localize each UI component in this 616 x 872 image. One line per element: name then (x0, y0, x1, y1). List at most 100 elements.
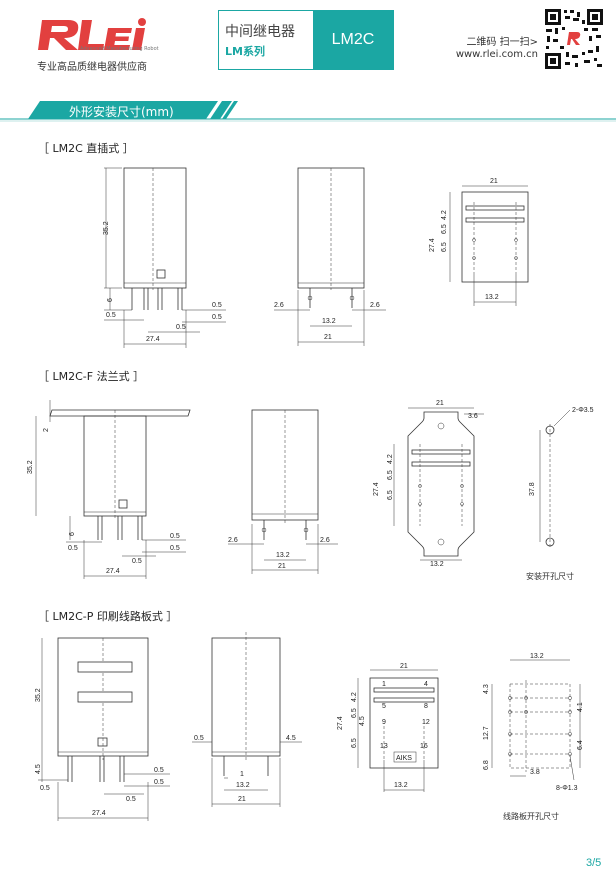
logo-icon (38, 18, 146, 50)
dim-0-5-a: 0.5 (106, 312, 116, 319)
website[interactable]: www.rlei.com.cn (455, 49, 538, 60)
section-title-lm2c: ［ LM2C 直插式 ］ (38, 142, 134, 155)
dim-21: 21 (400, 663, 408, 670)
dim-4-3: 4.3 (483, 684, 490, 694)
lm2c-p-side-view: 0.5 4.5 1 13.2 21 (192, 632, 302, 807)
dim-6-5-a: 6.5 (387, 470, 394, 480)
dim-21: 21 (238, 796, 246, 803)
lm2c-p-bottom-view: 21 1 4 5 8 9 12 13 16 AIKS 27.4 4.2 6.5 … (337, 663, 439, 792)
dim-8-phi-1-3: 8-Φ1.3 (556, 785, 578, 792)
dim-4-5: 4.5 (359, 716, 366, 726)
dim-6-5-a: 6.5 (441, 224, 448, 234)
dim-4-1: 4.1 (577, 702, 584, 712)
dim-2-phi-3-5: 2-Φ3.5 (572, 407, 594, 414)
dim-2-6-right: 2.6 (320, 537, 330, 544)
dim-6-5-b: 6.5 (351, 738, 358, 748)
pin-9: 9 (382, 719, 386, 726)
dim-6-8: 6.8 (483, 760, 490, 770)
lm2c-p-pcb-holes: 13.2 4.3 12.7 6.8 4.1 6.4 3.8 8-Φ1.3 (483, 653, 584, 792)
dim-27-4: 27.4 (373, 482, 380, 496)
dim-2-6-left: 2.6 (274, 302, 284, 309)
tagline: 专业高品质继电器供应商 (37, 62, 147, 73)
lm2c-f-mount-holes: 2-Φ3.5 37.8 (529, 407, 594, 548)
section-band-title: 外形安装尺寸(mm) (69, 105, 174, 119)
lm2c-f-front-view: 2 35.2 6 0.5 0.5 0.5 0.5 27.4 (27, 400, 191, 579)
section-band (0, 101, 616, 122)
dim-13-2: 13.2 (530, 653, 544, 660)
dim-4-2: 4.2 (351, 692, 358, 702)
lm2c-front-view: 35.2 6 0.5 0.5 0.5 0.5 27.4 (103, 167, 226, 348)
dim-0-5-d: 0.5 (170, 545, 180, 552)
dim-0-5-c: 0.5 (212, 302, 222, 309)
dim-6: 6 (69, 532, 76, 536)
dim-3-6: 3.6 (468, 413, 478, 420)
pin-4: 4 (424, 681, 428, 688)
dim-2-6-left: 2.6 (228, 537, 238, 544)
dim-12-7: 12.7 (483, 726, 490, 740)
header: Advanced Manufacturing Robot 专业高品质继电器供应商… (0, 0, 616, 80)
dim-0-5: 0.5 (194, 735, 204, 742)
dim-27-4: 27.4 (337, 716, 344, 730)
dim-6-5-b: 6.5 (387, 490, 394, 500)
aiks-label: AIKS (396, 755, 412, 762)
lm2c-f-bottom-view: 21 3.6 27.4 4.2 6.5 6.5 13.2 (373, 400, 484, 568)
dim-6-5-b: 6.5 (441, 242, 448, 252)
pin-8: 8 (424, 703, 428, 710)
dim-0-5-b: 0.5 (154, 767, 164, 774)
dim-21: 21 (324, 334, 332, 341)
dim-0-5-a: 0.5 (68, 545, 78, 552)
product-box: 中间继电器 LM系列 LM2C (218, 10, 394, 70)
dim-13-2: 13.2 (236, 782, 250, 789)
logo-subtext: Advanced Manufacturing Robot (80, 46, 159, 52)
dim-3-8: 3.8 (530, 769, 540, 776)
dim-13-2: 13.2 (276, 552, 290, 559)
dim-21: 21 (436, 400, 444, 407)
pin-16: 16 (420, 743, 428, 750)
lm2c-bottom-view: 21 27.4 4.2 6.5 6.5 13.2 (429, 178, 529, 306)
dim-0-5-d: 0.5 (126, 796, 136, 803)
dim-0-5-b: 0.5 (176, 324, 186, 331)
pin-5: 5 (382, 703, 386, 710)
dim-13-2: 13.2 (322, 318, 336, 325)
dim-27-4: 27.4 (429, 238, 436, 252)
dim-4-2: 4.2 (441, 210, 448, 220)
dim-27-4: 27.4 (92, 810, 106, 817)
dim-35-2: 35.2 (27, 460, 34, 474)
product-name: 中间继电器 (225, 24, 295, 40)
dim-0-5-c: 0.5 (154, 779, 164, 786)
dim-37-8: 37.8 (529, 482, 536, 496)
dim-2: 2 (43, 428, 50, 432)
dim-4-2: 4.2 (387, 454, 394, 464)
section-title-lm2c-p: ［ LM2C-P 印刷线路板式 ］ (38, 610, 178, 623)
series-label: LM系列 (225, 45, 265, 58)
model-label: LM2C (331, 31, 375, 48)
dim-0-5-c: 0.5 (170, 533, 180, 540)
model-badge: LM2C (313, 11, 393, 69)
dim-13-2: 13.2 (430, 561, 444, 568)
lm2c-f-side-view: 2.6 2.6 13.2 21 (228, 409, 338, 574)
lm2c-side-view: 2.6 2.6 13.2 21 (274, 167, 386, 346)
dim-13-2: 13.2 (394, 782, 408, 789)
dim-0-5-a: 0.5 (40, 785, 50, 792)
dim-0-5-b: 0.5 (132, 558, 142, 565)
dim-27-4: 27.4 (106, 568, 120, 575)
dim-6-4: 6.4 (577, 740, 584, 750)
lm2c-p-front-view: 35.2 4.5 0.5 0.5 0.5 0.5 27.4 (35, 637, 170, 821)
dim-27-4: 27.4 (146, 336, 160, 343)
dim-35-2: 35.2 (103, 221, 110, 235)
dim-21: 21 (490, 178, 498, 185)
page-number: 3/5 (586, 857, 602, 869)
pin-1: 1 (382, 681, 386, 688)
pin-12: 12 (422, 719, 430, 726)
dim-21: 21 (278, 563, 286, 570)
qr-code-icon (544, 8, 604, 70)
dim-1: 1 (240, 771, 244, 778)
dim-35-2: 35.2 (35, 688, 42, 702)
mount-hole-caption: 安装开孔尺寸 (526, 572, 574, 581)
dim-6-5-a: 6.5 (351, 708, 358, 718)
qr-caption: 二维码 扫一扫> (466, 37, 538, 48)
dim-0-5-d: 0.5 (212, 314, 222, 321)
section-title-lm2c-f: ［ LM2C-F 法兰式 ］ (38, 370, 145, 383)
dim-13-2: 13.2 (485, 294, 499, 301)
dim-6: 6 (107, 298, 114, 302)
